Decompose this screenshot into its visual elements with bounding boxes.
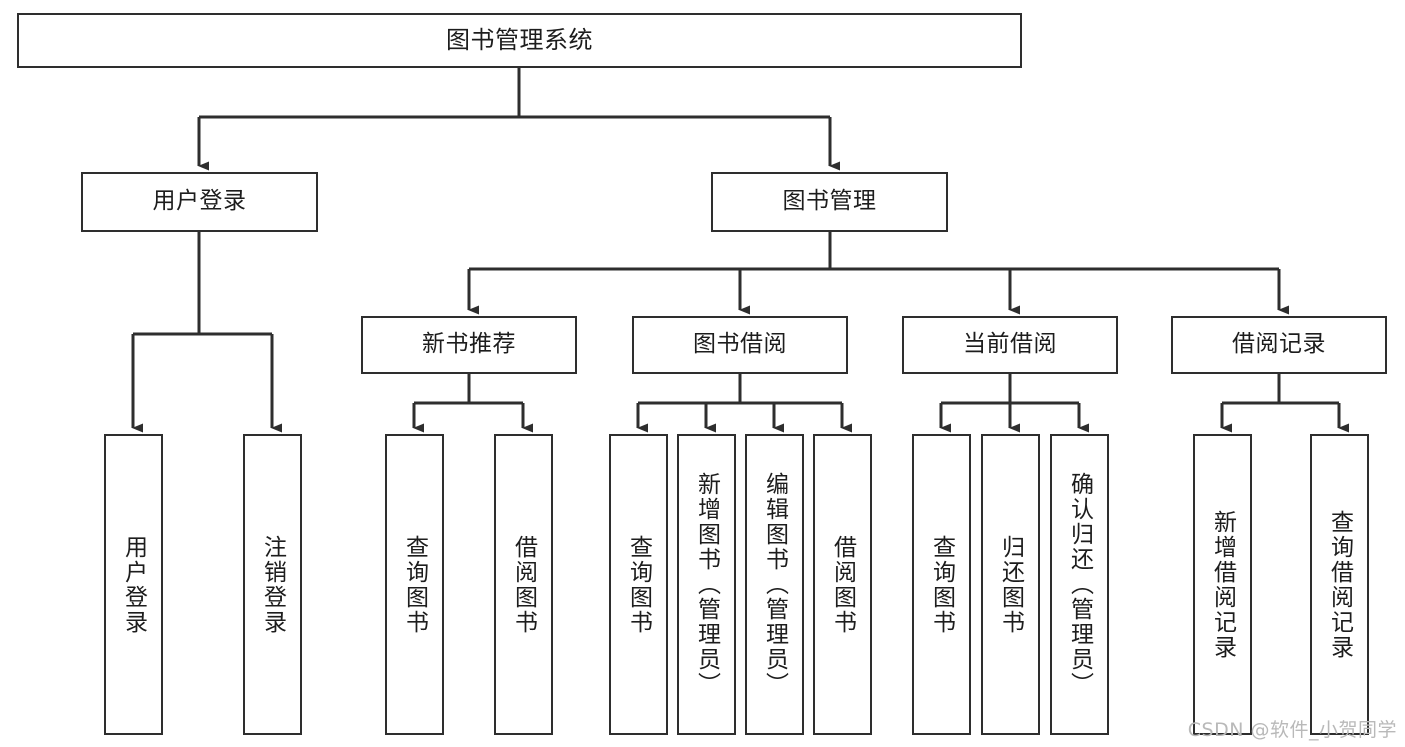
leaf-edit-book-admin[interactable]: 编辑图书（管理员） <box>745 434 804 735</box>
node-label: 查询借阅记录 <box>1326 509 1353 660</box>
leaf-user-logout[interactable]: 注销登录 <box>243 434 302 735</box>
leaf-return-book[interactable]: 归还图书 <box>981 434 1040 735</box>
node-label: 归还图书 <box>997 534 1024 635</box>
node-book-management[interactable]: 图书管理 <box>711 172 948 232</box>
node-label: 查询图书 <box>401 534 428 635</box>
node-label: 编辑图书（管理员） <box>761 472 788 697</box>
node-borrow-record[interactable]: 借阅记录 <box>1171 316 1387 374</box>
node-new-book-recommend[interactable]: 新书推荐 <box>361 316 577 374</box>
leaf-borrow-book-new-recommend[interactable]: 借阅图书 <box>494 434 553 735</box>
node-user-login[interactable]: 用户登录 <box>81 172 318 232</box>
csdn-watermark: CSDN @软件_小贺同学 <box>1187 719 1397 741</box>
node-label: 查询图书 <box>928 534 955 635</box>
node-label: 确认归还（管理员） <box>1066 472 1093 697</box>
node-root-book-management-system[interactable]: 图书管理系统 <box>17 13 1022 68</box>
node-label: 借阅图书 <box>829 534 856 635</box>
leaf-confirm-return-admin[interactable]: 确认归还（管理员） <box>1050 434 1109 735</box>
leaf-query-book-current[interactable]: 查询图书 <box>912 434 971 735</box>
node-label: 查询图书 <box>625 534 652 635</box>
leaf-user-login[interactable]: 用户登录 <box>104 434 163 735</box>
node-label: 用户登录 <box>120 534 147 635</box>
node-book-borrow[interactable]: 图书借阅 <box>632 316 848 374</box>
node-label: 用户登录 <box>152 188 247 215</box>
leaf-borrow-book-borrow[interactable]: 借阅图书 <box>813 434 872 735</box>
node-label: 注销登录 <box>259 534 286 635</box>
leaf-add-book-admin[interactable]: 新增图书（管理员） <box>677 434 736 735</box>
leaf-add-borrow-record[interactable]: 新增借阅记录 <box>1193 434 1252 735</box>
node-current-borrow[interactable]: 当前借阅 <box>902 316 1118 374</box>
node-label: 新增借阅记录 <box>1209 509 1236 660</box>
node-label: 图书借阅 <box>693 331 787 358</box>
node-label: 借阅图书 <box>510 534 537 635</box>
node-label: 新增图书（管理员） <box>693 472 720 697</box>
node-label: 图书管理系统 <box>446 26 593 55</box>
leaf-query-borrow-record[interactable]: 查询借阅记录 <box>1310 434 1369 735</box>
node-label: 图书管理 <box>782 188 877 215</box>
node-label: 借阅记录 <box>1232 331 1326 358</box>
leaf-query-book-new-recommend[interactable]: 查询图书 <box>385 434 444 735</box>
leaf-query-book-borrow[interactable]: 查询图书 <box>609 434 668 735</box>
node-label: 当前借阅 <box>963 331 1057 358</box>
node-label: 新书推荐 <box>422 331 516 358</box>
